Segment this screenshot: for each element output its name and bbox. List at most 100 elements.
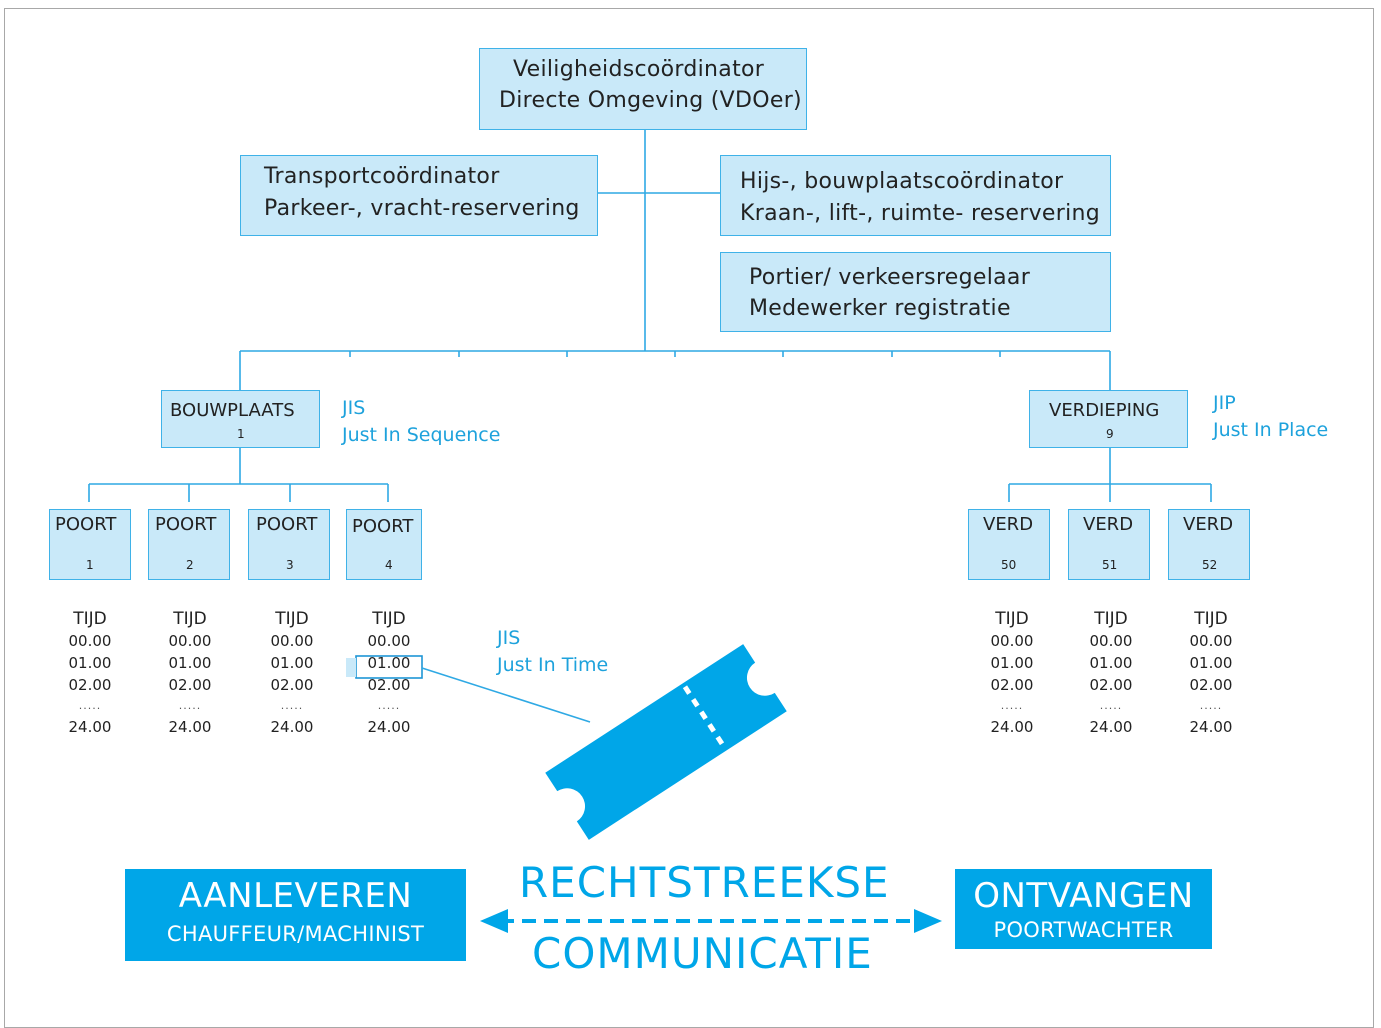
time-slot[interactable]: 00.00 bbox=[68, 632, 112, 650]
time-slot[interactable]: 00.00 bbox=[168, 632, 212, 650]
verd-52-box: VERD 52 bbox=[1168, 509, 1250, 580]
ontvangen-banner: ONTVANGEN POORTWACHTER bbox=[955, 869, 1212, 949]
box-line-2: Kraan-, lift-, ruimte- reservering bbox=[740, 201, 1101, 226]
time-slot[interactable]: 01.00 bbox=[1089, 654, 1133, 672]
verdieping-label: VERDIEPING bbox=[1049, 400, 1160, 421]
aanleveren-sub: CHAUFFEUR/MACHINIST bbox=[166, 922, 425, 946]
time-slot[interactable]: 24.00 bbox=[270, 718, 314, 736]
box-line-1: Transportcoördinator bbox=[264, 164, 500, 189]
jip-place-label: JIP Just In Place bbox=[1213, 390, 1328, 444]
poort-label: POORT bbox=[352, 516, 414, 537]
verd-label: VERD bbox=[983, 514, 1034, 535]
schedule-poort-2: TIJD 00.00 01.00 02.00 ..... 24.00 bbox=[145, 608, 235, 738]
schedule-header: TIJD bbox=[372, 609, 406, 629]
time-slot[interactable]: 24.00 bbox=[367, 718, 411, 736]
time-slot[interactable]: 02.00 bbox=[1189, 676, 1233, 694]
verd-number: 51 bbox=[1102, 558, 1118, 572]
time-slot[interactable]: 02.00 bbox=[168, 676, 212, 694]
jis-sequence-label: JIS Just In Sequence bbox=[342, 395, 500, 449]
bouwplaats-box: BOUWPLAATS 1 bbox=[161, 390, 320, 448]
poort-number: 2 bbox=[186, 558, 194, 572]
schedule-header: TIJD bbox=[73, 609, 107, 629]
box-line-2: Directe Omgeving (VDOer) bbox=[499, 88, 802, 113]
communicatie-line-2: COMMUNICATIE bbox=[532, 929, 873, 978]
time-slot[interactable]: 01.00 bbox=[270, 654, 314, 672]
ticket-icon bbox=[545, 644, 787, 840]
verd-number: 52 bbox=[1202, 558, 1218, 572]
ontvangen-title: ONTVANGEN bbox=[973, 876, 1194, 916]
verd-label: VERD bbox=[1183, 514, 1234, 535]
verdieping-box: VERDIEPING 9 bbox=[1029, 390, 1188, 448]
poort-4-box: POORT 4 bbox=[346, 509, 422, 580]
time-ellipsis: ..... bbox=[1000, 699, 1024, 712]
time-slot[interactable]: 00.00 bbox=[270, 632, 314, 650]
time-slot[interactable]: 24.00 bbox=[990, 718, 1034, 736]
time-ellipsis: ..... bbox=[1199, 699, 1223, 712]
bouwplaats-number: 1 bbox=[237, 427, 245, 441]
schedule-verd-51: TIJD 00.00 01.00 02.00 ..... 24.00 bbox=[1066, 608, 1156, 738]
time-ellipsis: ..... bbox=[377, 699, 401, 712]
box-line-1: Portier/ verkeersregelaar bbox=[749, 265, 1031, 290]
verd-51-box: VERD 51 bbox=[1068, 509, 1150, 580]
time-ellipsis: ..... bbox=[1099, 699, 1123, 712]
verd-label: VERD bbox=[1083, 514, 1134, 535]
schedule-header: TIJD bbox=[1094, 609, 1128, 629]
time-slot[interactable]: 00.00 bbox=[367, 632, 411, 650]
time-slot[interactable]: 02.00 bbox=[270, 676, 314, 694]
veiligheidscoordinator-box: Veiligheidscoördinator Directe Omgeving … bbox=[479, 48, 807, 130]
poort-label: POORT bbox=[155, 514, 217, 535]
poort-number: 3 bbox=[286, 558, 294, 572]
time-slot[interactable]: 02.00 bbox=[68, 676, 112, 694]
time-slot[interactable]: 01.00 bbox=[990, 654, 1034, 672]
box-line-1: Hijs-, bouwplaatscoördinator bbox=[740, 169, 1064, 194]
time-slot[interactable]: 00.00 bbox=[1089, 632, 1133, 650]
jit-full: Just In Time bbox=[497, 654, 609, 676]
communicatie-line-1: RECHTSTREEKSE bbox=[519, 858, 890, 907]
time-slot[interactable]: 00.00 bbox=[1189, 632, 1233, 650]
schedule-header: TIJD bbox=[173, 609, 207, 629]
schedule-verd-50: TIJD 00.00 01.00 02.00 ..... 24.00 bbox=[967, 608, 1057, 738]
time-ellipsis: ..... bbox=[78, 699, 102, 712]
time-slot[interactable]: 24.00 bbox=[1189, 718, 1233, 736]
schedule-header: TIJD bbox=[995, 609, 1029, 629]
poort-3-box: POORT 3 bbox=[248, 509, 330, 580]
jis-full: Just In Sequence bbox=[342, 424, 501, 446]
verdieping-number: 9 bbox=[1106, 427, 1114, 441]
jip-tag: JIP bbox=[1213, 392, 1236, 414]
ontvangen-sub: POORTWACHTER bbox=[993, 918, 1174, 942]
time-ellipsis: ..... bbox=[280, 699, 304, 712]
time-slot[interactable]: 02.00 bbox=[1089, 676, 1133, 694]
time-slot[interactable]: 00.00 bbox=[990, 632, 1034, 650]
double-arrow-icon bbox=[480, 909, 942, 933]
poort-2-box: POORT 2 bbox=[148, 509, 230, 580]
poort-label: POORT bbox=[256, 514, 318, 535]
time-slot-selected[interactable]: 01.00 bbox=[367, 654, 411, 672]
poort-number: 4 bbox=[385, 558, 393, 572]
schedule-poort-4: TIJD 00.00 01.00 02.00 ..... 24.00 bbox=[344, 608, 434, 738]
schedule-poort-3: TIJD 00.00 01.00 02.00 ..... 24.00 bbox=[247, 608, 337, 738]
bouwplaats-label: BOUWPLAATS bbox=[170, 400, 295, 421]
aanleveren-banner: AANLEVEREN CHAUFFEUR/MACHINIST bbox=[125, 869, 466, 961]
aanleveren-title: AANLEVEREN bbox=[178, 876, 413, 916]
transportcoordinator-box: Transportcoördinator Parkeer-, vracht-re… bbox=[240, 155, 598, 236]
portier-box: Portier/ verkeersregelaar Medewerker reg… bbox=[720, 252, 1111, 332]
poort-label: POORT bbox=[55, 514, 117, 535]
time-slot[interactable]: 01.00 bbox=[1189, 654, 1233, 672]
time-slot[interactable]: 01.00 bbox=[68, 654, 112, 672]
time-slot[interactable]: 02.00 bbox=[367, 676, 411, 694]
time-slot[interactable]: 02.00 bbox=[990, 676, 1034, 694]
box-line-1: Veiligheidscoördinator bbox=[513, 57, 765, 82]
jit-label: JIS Just In Time bbox=[497, 625, 608, 679]
schedule-header: TIJD bbox=[1194, 609, 1228, 629]
verd-number: 50 bbox=[1001, 558, 1017, 572]
verd-50-box: VERD 50 bbox=[968, 509, 1050, 580]
jip-full: Just In Place bbox=[1213, 419, 1329, 441]
time-slot[interactable]: 01.00 bbox=[168, 654, 212, 672]
jis-tag: JIS bbox=[342, 397, 366, 419]
time-slot[interactable]: 24.00 bbox=[68, 718, 112, 736]
box-line-2: Parkeer-, vracht-reservering bbox=[264, 196, 580, 221]
time-slot[interactable]: 24.00 bbox=[1089, 718, 1133, 736]
time-ellipsis: ..... bbox=[178, 699, 202, 712]
time-slot[interactable]: 24.00 bbox=[168, 718, 212, 736]
